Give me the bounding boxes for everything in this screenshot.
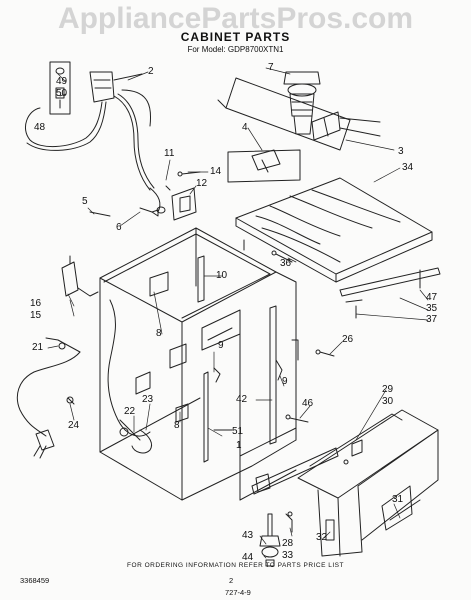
- callout-5: 5: [82, 196, 88, 207]
- callout-21: 21: [32, 342, 44, 353]
- callout-8-upper: 8: [156, 328, 162, 339]
- callout-26: 26: [342, 334, 354, 345]
- callout-10: 10: [216, 270, 228, 281]
- callout-4: 4: [242, 122, 248, 133]
- callout-42: 42: [236, 394, 248, 405]
- callout-8-lower: 8: [174, 420, 180, 431]
- callout-14: 14: [210, 166, 222, 177]
- callout-35: 35: [426, 303, 438, 314]
- callout-24: 24: [68, 420, 80, 431]
- pump-assembly: [218, 72, 380, 150]
- diagram-subtitle: For Model: GDP8700XTN1: [187, 45, 284, 54]
- mounting-rail: [340, 268, 440, 318]
- fill-valve-assembly: [25, 72, 154, 190]
- callout-31: 31: [392, 494, 404, 505]
- document-code: 3368459: [20, 576, 50, 585]
- callout-16: 16: [30, 298, 42, 309]
- top-board: [236, 178, 432, 282]
- callout-28: 28: [282, 538, 294, 549]
- callout-15: 15: [30, 310, 42, 321]
- callout-46: 46: [302, 398, 314, 409]
- callout-1: 1: [236, 440, 242, 451]
- power-cord-harness: [17, 256, 98, 458]
- callout-22: 22: [124, 406, 136, 417]
- watermark: AppliancePartsPros.com: [57, 2, 414, 35]
- callout-3: 3: [398, 146, 404, 157]
- callout-2: 2: [148, 66, 154, 77]
- callout-23: 23: [142, 394, 154, 405]
- callout-33: 33: [282, 550, 294, 561]
- callout-48: 48: [34, 122, 46, 133]
- screws-5-6: [90, 208, 158, 216]
- callout-47: 47: [426, 292, 438, 303]
- revision-code: 727-4-9: [225, 588, 251, 597]
- callout-12: 12: [196, 178, 208, 189]
- callout-32: 32: [316, 532, 328, 543]
- callout-11: 11: [164, 148, 175, 159]
- callout-34: 34: [402, 162, 414, 173]
- callout-leader-lines: [48, 68, 428, 558]
- pump-fitting: [228, 150, 300, 182]
- front-base-rail: [252, 448, 338, 566]
- ordering-info-note: FOR ORDERING INFORMATION REFER TO PARTS …: [127, 562, 344, 569]
- page-number: 2: [229, 576, 234, 585]
- toe-panel: [298, 410, 438, 556]
- callout-51: 51: [232, 426, 244, 437]
- callout-36: 36: [280, 258, 292, 269]
- callout-44: 44: [242, 552, 254, 563]
- callout-49: 49: [56, 76, 68, 87]
- callout-30: 30: [382, 396, 394, 407]
- callout-9-upper: 9: [218, 340, 224, 351]
- callout-43: 43: [242, 530, 254, 541]
- callout-6: 6: [116, 222, 122, 233]
- inset-fill-cap-frame: [50, 62, 70, 114]
- cabinet-frame: [100, 228, 334, 500]
- callout-50: 50: [56, 88, 68, 99]
- callout-7: 7: [268, 62, 274, 73]
- callout-37: 37: [426, 314, 438, 325]
- callout-29: 29: [382, 384, 394, 395]
- callout-9-lower: 9: [282, 376, 288, 387]
- diagram-title: CABINET PARTS: [180, 30, 291, 44]
